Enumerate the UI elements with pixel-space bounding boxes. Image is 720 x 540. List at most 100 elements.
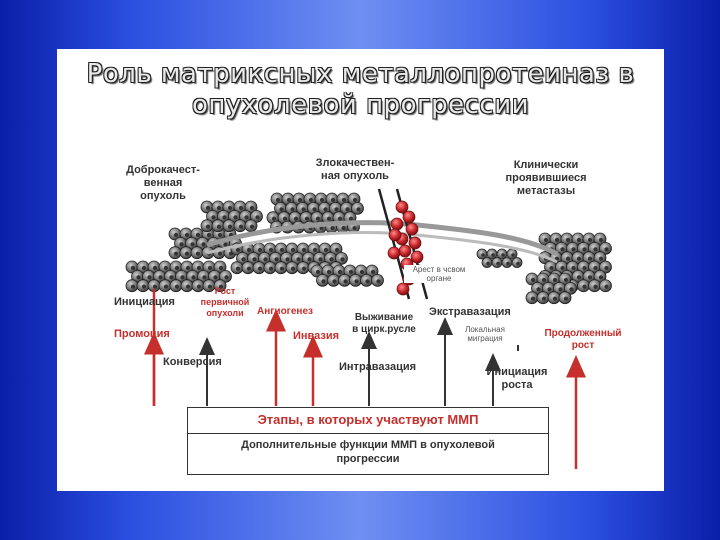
- cell-nucleus: [202, 275, 206, 279]
- cell-nucleus: [233, 215, 237, 219]
- cell-nucleus: [332, 279, 336, 283]
- cell-nucleus: [349, 270, 353, 274]
- cell-nucleus: [197, 266, 201, 270]
- cell-nucleus: [305, 217, 309, 221]
- label-promotion: Промоция: [114, 328, 170, 341]
- cell-nucleus: [190, 242, 194, 246]
- label-clinical-metastases: Клинически проявившиеся метастазы: [491, 159, 601, 198]
- cell-nucleus: [577, 275, 581, 279]
- cell-nucleus: [236, 248, 240, 252]
- legend-header: Этапы, в которых участвуют ММП: [188, 408, 548, 434]
- cell-nucleus: [531, 297, 535, 301]
- cell-nucleus: [566, 257, 570, 261]
- cell-nucleus: [131, 285, 135, 289]
- cell-nucleus: [239, 206, 243, 210]
- cell-nucleus: [577, 238, 581, 242]
- cell-nucleus: [352, 226, 356, 230]
- cell-nucleus: [531, 278, 535, 282]
- cell-nucleus: [588, 275, 592, 279]
- cell-nucleus: [158, 275, 162, 279]
- cell-nucleus: [185, 233, 189, 237]
- cell-nucleus: [206, 206, 210, 210]
- cell-nucleus: [196, 233, 200, 237]
- label-angiogenesis: Ангиогенез: [257, 305, 313, 318]
- red-blood-cell: [396, 201, 408, 213]
- cell-nucleus: [338, 217, 342, 221]
- cell-nucleus: [544, 238, 548, 242]
- cell-nucleus: [280, 248, 284, 252]
- cell-nucleus: [345, 207, 349, 211]
- cell-nucleus: [223, 242, 227, 246]
- label-prolonged-growth: Продолженный рост: [533, 328, 633, 352]
- cell-nucleus: [604, 266, 608, 270]
- cell-nucleus: [340, 257, 344, 261]
- cell-nucleus: [196, 252, 200, 256]
- cell-nucleus: [186, 285, 190, 289]
- cell-nucleus: [599, 275, 603, 279]
- red-blood-cell: [388, 247, 400, 259]
- cell-nucleus: [496, 262, 500, 266]
- cell-nucleus: [174, 233, 178, 237]
- cell-nucleus: [218, 252, 222, 256]
- cell-nucleus: [553, 278, 557, 282]
- red-blood-cell: [403, 211, 415, 223]
- red-blood-cell: [406, 223, 418, 235]
- cell-nucleus: [175, 285, 179, 289]
- cell-nucleus: [206, 225, 210, 229]
- cell-nucleus: [274, 257, 278, 261]
- cell-nucleus: [236, 267, 240, 271]
- cell-nucleus: [302, 248, 306, 252]
- cell-nucleus: [593, 285, 597, 289]
- cell-nucleus: [566, 238, 570, 242]
- cell-nucleus: [247, 248, 251, 252]
- cell-nucleus: [136, 275, 140, 279]
- cell-nucleus: [542, 297, 546, 301]
- cell-nucleus: [324, 248, 328, 252]
- label-intravasation: Интравазация: [339, 361, 416, 374]
- red-blood-cell: [409, 237, 421, 249]
- label-survival: Выживание в цирк.русле: [344, 312, 424, 336]
- label-growth-initiation: Инициация роста: [477, 366, 557, 392]
- cell-nucleus: [298, 198, 302, 202]
- cell-nucleus: [316, 217, 320, 221]
- cell-nucleus: [330, 226, 334, 230]
- cell-nucleus: [180, 275, 184, 279]
- cell-nucleus: [582, 247, 586, 251]
- cell-nucleus: [564, 278, 568, 282]
- cell-nucleus: [342, 198, 346, 202]
- cell-nucleus: [516, 262, 520, 266]
- cell-nucleus: [228, 225, 232, 229]
- cell-nucleus: [252, 257, 256, 261]
- cell-nucleus: [142, 285, 146, 289]
- label-local-migration: Локальная миграция: [455, 325, 515, 343]
- cell-nucleus: [558, 287, 562, 291]
- cell-nucleus: [549, 266, 553, 270]
- cell-nucleus: [258, 267, 262, 271]
- cell-nucleus: [164, 285, 168, 289]
- cell-nucleus: [208, 266, 212, 270]
- cell-nucleus: [321, 279, 325, 283]
- cell-nucleus: [316, 270, 320, 274]
- cell-nucleus: [218, 233, 222, 237]
- cell-nucleus: [276, 198, 280, 202]
- cell-nucleus: [564, 297, 568, 301]
- cell-nucleus: [222, 215, 226, 219]
- cell-nucleus: [142, 266, 146, 270]
- cell-nucleus: [179, 242, 183, 246]
- cell-nucleus: [239, 225, 243, 229]
- cell-nucleus: [571, 266, 575, 270]
- cell-nucleus: [506, 262, 510, 266]
- cell-nucleus: [599, 238, 603, 242]
- cell-nucleus: [153, 285, 157, 289]
- cell-nucleus: [290, 207, 294, 211]
- slide: Роль матриксных металлопротеиназ в опухо…: [57, 49, 664, 491]
- cell-nucleus: [217, 225, 221, 229]
- cell-nucleus: [555, 238, 559, 242]
- label-malignant: Злокачествен- ная опухоль: [305, 157, 405, 183]
- red-blood-cell: [411, 251, 423, 263]
- cell-nucleus: [302, 267, 306, 271]
- cell-nucleus: [174, 252, 178, 256]
- cell-nucleus: [294, 217, 298, 221]
- cell-nucleus: [343, 279, 347, 283]
- cell-nucleus: [219, 266, 223, 270]
